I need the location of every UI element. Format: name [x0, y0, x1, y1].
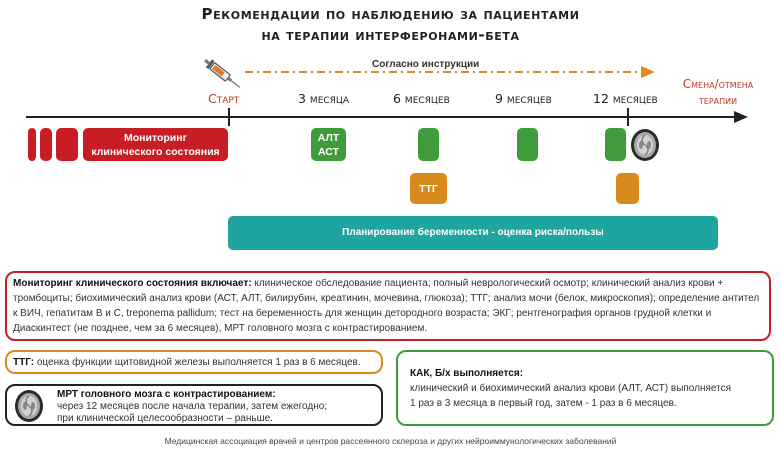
green-box-9-months [517, 128, 538, 161]
alt-ast-box: АЛТ АСТ [311, 128, 346, 161]
monitoring-marker-3 [56, 128, 78, 161]
milestone-change-therapy: Смена/отмена терапии [666, 76, 770, 108]
ttg-box: ТТГ [410, 173, 447, 204]
monitoring-marker-2 [40, 128, 52, 161]
change-therapy-line-1: Смена/отмена [682, 77, 754, 91]
timeline-arrowhead [734, 111, 748, 123]
change-therapy-line-2: терапии [698, 93, 738, 107]
kak-panel: КАК, Б/х выполняется: клинический и биох… [396, 350, 774, 426]
monitoring-box-line-2: клинического состояния [91, 145, 220, 158]
ttg-panel-text: оценка функции щитовидной железы выполня… [34, 357, 361, 368]
tick-start [228, 108, 230, 126]
monitoring-box-line-1: Мониторинг [124, 131, 187, 144]
ttg-panel-title: ТТГ: [13, 357, 35, 368]
monitoring-box: Мониторинг клинического состояния [83, 128, 228, 161]
kak-panel-line-2: 1 раз в 3 месяца в первый год, затем - 1… [410, 398, 677, 409]
milestone-12-months: 12 месяцев [593, 91, 658, 106]
ttg-box-12-months [616, 173, 639, 204]
brain-mri-icon [631, 129, 659, 161]
ast-label: АСТ [317, 145, 340, 158]
mri-panel-brain-icon [15, 390, 43, 422]
title-line-1: Рекомендации по наблюдению за пациентами [201, 5, 580, 23]
mri-panel-line-2: при клинической целесообразности – раньш… [57, 413, 273, 424]
instruction-arrow [245, 66, 655, 78]
green-box-12-months [605, 128, 626, 161]
milestone-start: Старт [208, 91, 240, 106]
timeline-axis [26, 116, 736, 118]
title-line-2: на терапии интерферонами-бета [261, 26, 520, 44]
milestone-6-months: 6 месяцев [393, 91, 450, 106]
milestone-9-months: 9 месяцев [495, 91, 552, 106]
kak-panel-title: КАК, Б/х выполняется: [410, 368, 524, 379]
mri-panel-title: МРТ головного мозга с контрастированием: [57, 389, 276, 400]
footer-organization: Медицинская ассоциация врачей и центров … [164, 436, 617, 446]
milestone-3-months: 3 месяца [298, 91, 350, 106]
green-box-6-months [418, 128, 439, 161]
mri-panel-line-1: через 12 месяцев после начала терапии, з… [57, 401, 328, 412]
instruction-label: Согласно инструкции [372, 59, 480, 70]
alt-label: АЛТ [317, 131, 340, 144]
monitoring-panel: Мониторинг клинического состояния включа… [5, 271, 771, 341]
kak-panel-line-1: клинический и биохимический анализ крови… [410, 383, 732, 394]
pregnancy-planning-bar: Планирование беременности - оценка риска… [228, 216, 718, 250]
tick-12-months [627, 108, 629, 126]
ttg-panel: ТТГ: оценка функции щитовидной железы вы… [5, 350, 383, 374]
monitoring-panel-title: Мониторинг клинического состояния включа… [13, 278, 252, 289]
monitoring-marker-1 [28, 128, 36, 161]
page-title: Рекомендации по наблюдению за пациентами… [0, 4, 781, 46]
syringe-icon [204, 59, 241, 88]
mri-panel: МРТ головного мозга с контрастированием:… [5, 384, 383, 426]
monitoring-panel-text: клиническое обследование пациента; полны… [13, 278, 760, 334]
